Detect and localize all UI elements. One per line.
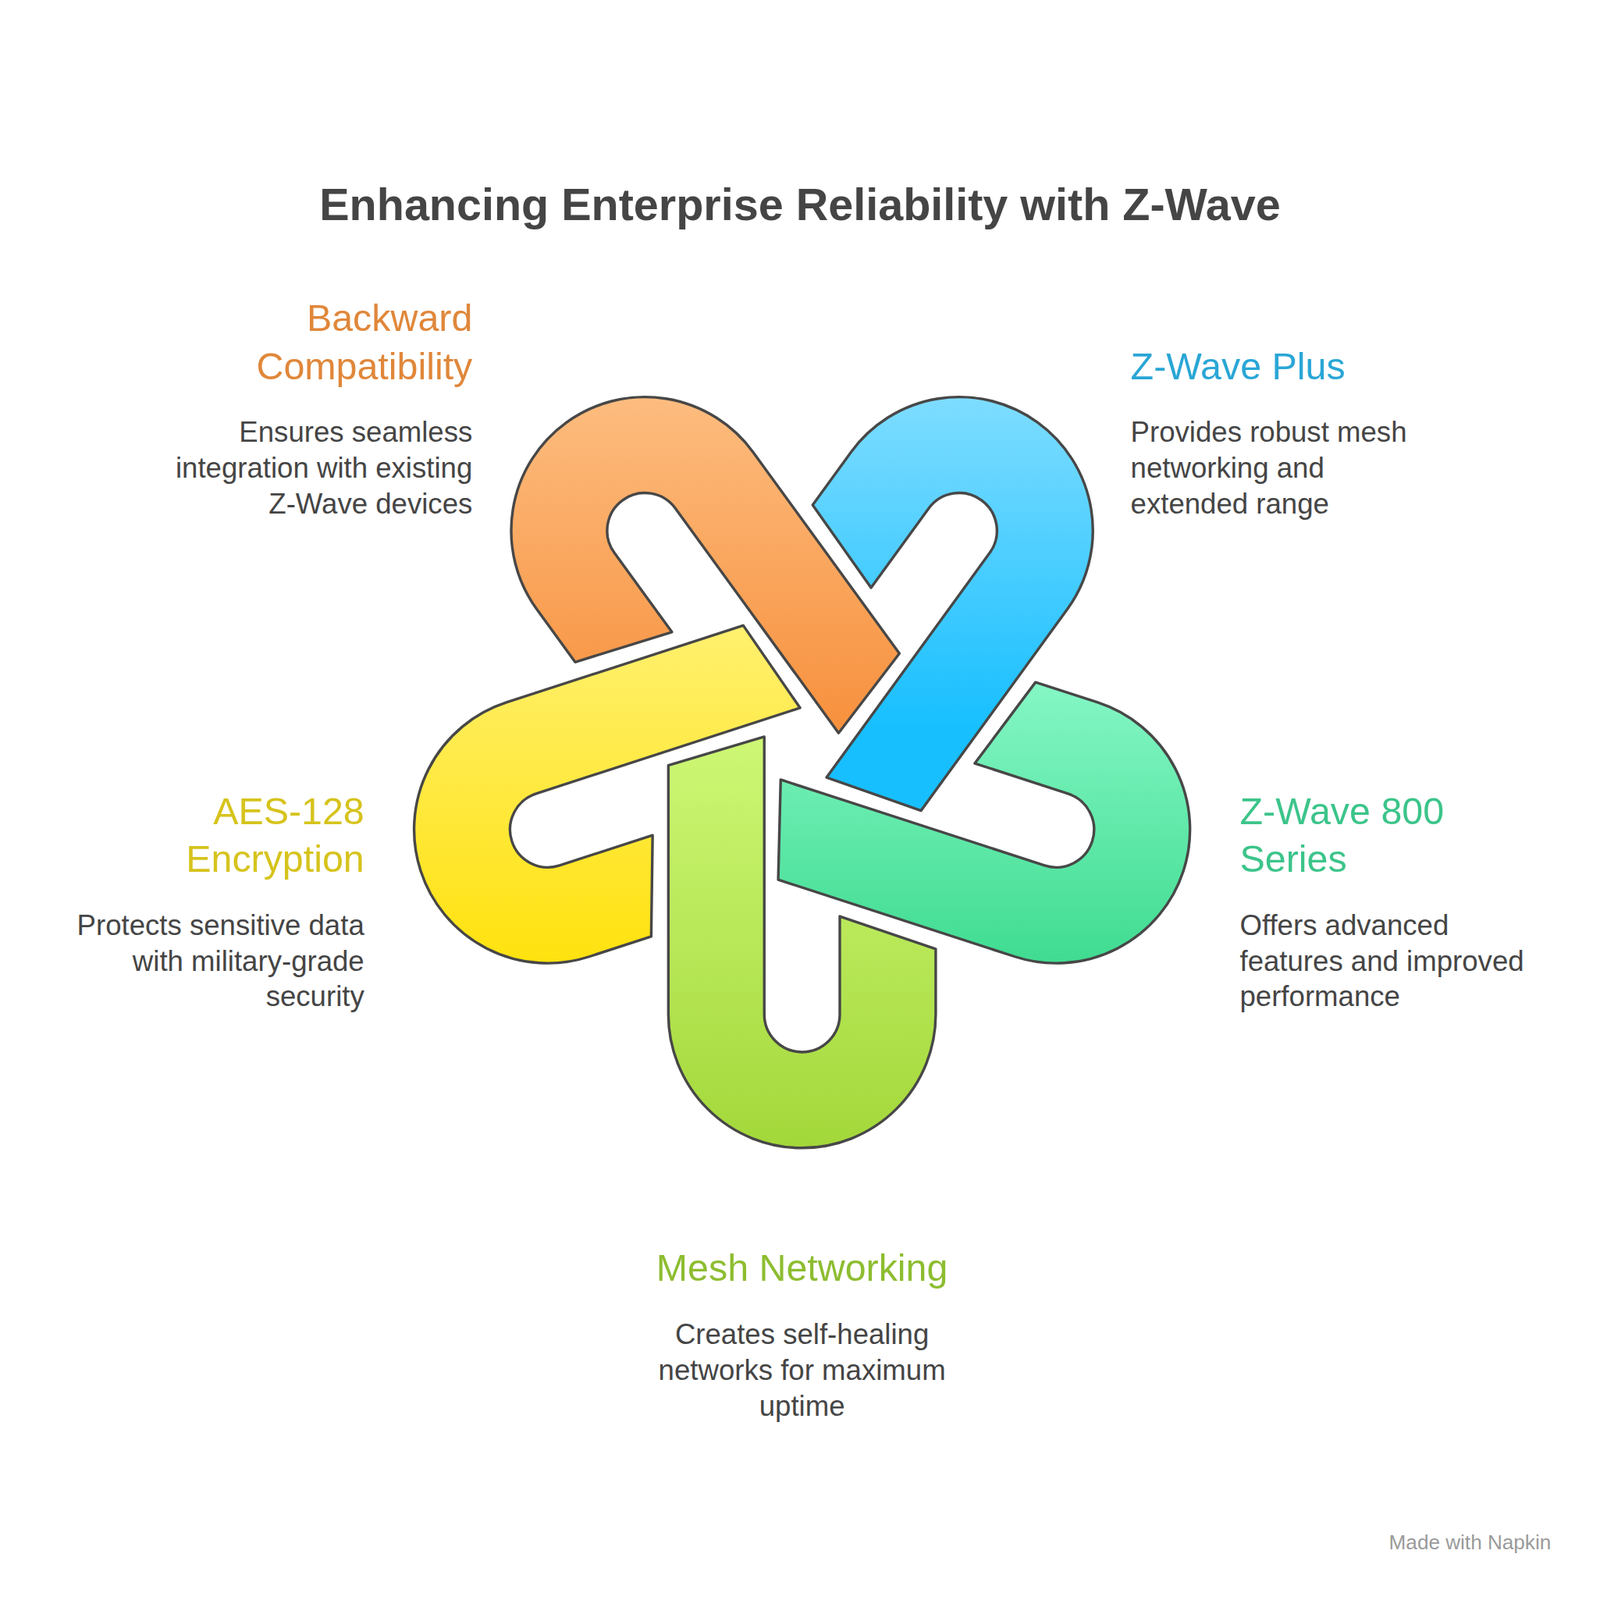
feature-heading: Mesh Networking	[638, 1244, 965, 1292]
feature-heading: Z-Wave Plus	[1130, 342, 1427, 391]
feature-description: Protects sensitive data with military-gr…	[53, 907, 365, 1015]
feature-block: Mesh NetworkingCreates self-healing netw…	[638, 1244, 965, 1424]
feature-block: Backward CompatibilityEnsures seamless i…	[140, 294, 473, 523]
watermark: Made with Napkin	[1389, 1528, 1552, 1558]
feature-description: Ensures seamless integration with existi…	[140, 414, 473, 522]
feature-block: Z-Wave 800 SeriesOffers advanced feature…	[1239, 787, 1541, 1016]
feature-description: Creates self-healing networks for maximu…	[638, 1316, 965, 1424]
feature-description: Provides robust mesh networking and exte…	[1130, 414, 1427, 522]
feature-block: AES-128 EncryptionProtects sensitive dat…	[53, 787, 365, 1016]
feature-description: Offers advanced features and improved pe…	[1239, 907, 1541, 1015]
teal-loop	[750, 616, 1225, 999]
feature-heading: AES-128 Encryption	[139, 787, 365, 884]
feature-heading: Z-Wave 800 Series	[1239, 787, 1465, 884]
diagram-title: Enhancing Enterprise Reliability with Z-…	[0, 179, 1600, 231]
feature-block: Z-Wave PlusProvides robust mesh networki…	[1130, 342, 1427, 523]
feature-heading: Backward Compatibility	[206, 294, 473, 391]
